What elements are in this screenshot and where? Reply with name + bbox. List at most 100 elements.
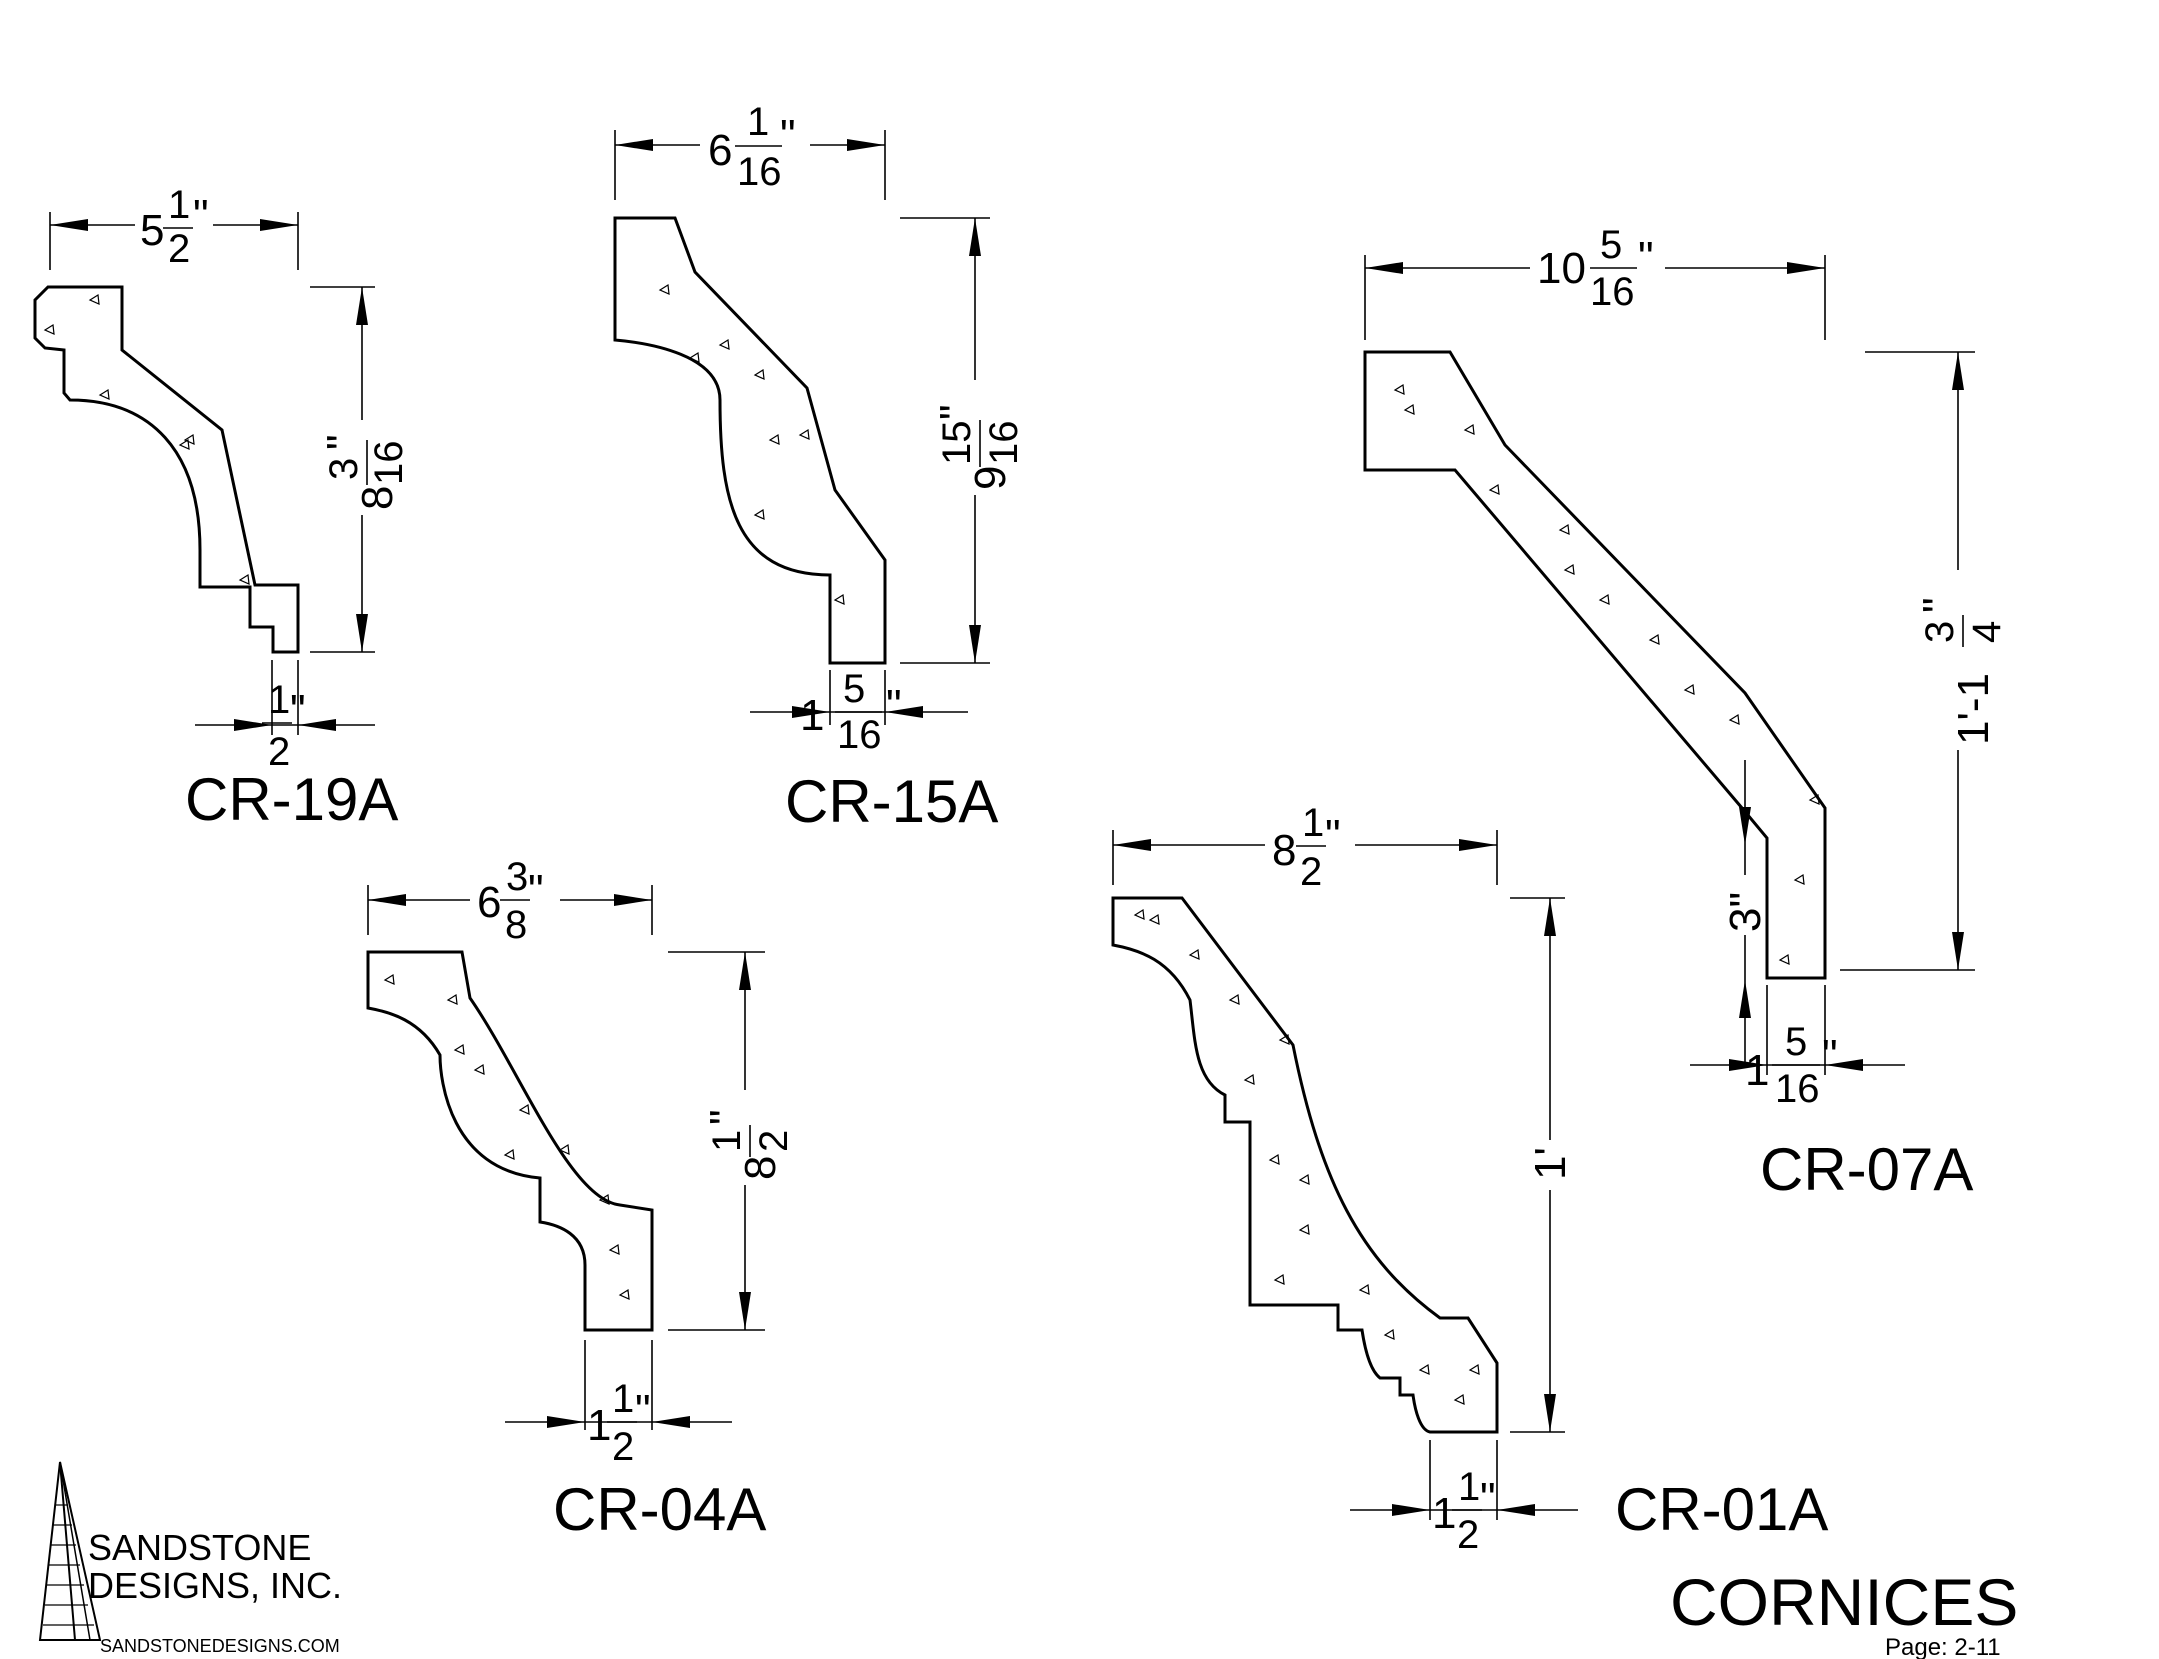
cr-15a-width-dim: 6 1 16 " bbox=[700, 100, 810, 194]
svg-text:4: 4 bbox=[1965, 621, 2009, 643]
cr-19a-width-dim: 5 1 2 " bbox=[135, 183, 213, 271]
cr-19a-outline bbox=[33, 285, 300, 654]
svg-text:3: 3 bbox=[506, 855, 528, 899]
cr-07a-outline bbox=[1363, 350, 1827, 980]
svg-text:16: 16 bbox=[837, 713, 882, 757]
cr-07a-step-dim: 3" bbox=[1717, 875, 1770, 935]
cr-04a-base-dim: 1 1 2 " bbox=[587, 1377, 651, 1469]
sandstone-logo: SANDSTONE DESIGNS, INC. SANDSTONEDESIGNS… bbox=[38, 1461, 342, 1656]
svg-text:3": 3" bbox=[1721, 892, 1770, 932]
svg-text:2: 2 bbox=[1457, 1513, 1479, 1557]
svg-text:8: 8 bbox=[736, 1156, 785, 1180]
brand-url: SANDSTONEDESIGNS.COM bbox=[100, 1636, 340, 1656]
cr-07a-base-dim: 1 5 16 " bbox=[1745, 1020, 1838, 1111]
svg-text:1': 1' bbox=[1526, 1147, 1575, 1180]
brand-line-2: DESIGNS, INC. bbox=[88, 1565, 342, 1606]
profile-cr-19a: 5 1 2 " 6 8 3 16 " 1 2 " bbox=[33, 183, 411, 833]
svg-text:9: 9 bbox=[966, 466, 1015, 490]
cr-19a-label: CR-19A bbox=[185, 766, 398, 833]
svg-text:2: 2 bbox=[1300, 850, 1322, 894]
svg-text:3: 3 bbox=[1918, 621, 1962, 643]
svg-text:16: 16 bbox=[1590, 270, 1635, 314]
svg-text:": " bbox=[1822, 1031, 1838, 1080]
svg-text:": " bbox=[701, 1109, 750, 1125]
cr-15a-height-dim: 9 15 16 " bbox=[930, 380, 1026, 495]
cr-15a-stipple bbox=[658, 283, 845, 605]
svg-text:10: 10 bbox=[1537, 244, 1586, 293]
svg-text:16: 16 bbox=[1775, 1067, 1820, 1111]
svg-text:1: 1 bbox=[587, 1401, 611, 1450]
profile-cr-07a: 10 5 16 " 1'-1 3 4 " 3" bbox=[1363, 223, 2009, 1203]
svg-text:16: 16 bbox=[737, 150, 782, 194]
svg-text:": " bbox=[318, 434, 367, 450]
svg-text:1: 1 bbox=[1458, 1465, 1480, 1509]
svg-text:1: 1 bbox=[1745, 1046, 1769, 1095]
cr-07a-label: CR-07A bbox=[1760, 1136, 1973, 1203]
svg-text:1: 1 bbox=[268, 678, 290, 722]
profile-cr-15a: 6 1 16 " 9 15 16 " 1 5 16 bbox=[613, 100, 1026, 835]
cr-01a-label: CR-01A bbox=[1615, 1476, 1828, 1543]
svg-text:1: 1 bbox=[1432, 1489, 1456, 1538]
svg-text:": " bbox=[1325, 811, 1341, 860]
svg-text:3: 3 bbox=[322, 458, 366, 480]
sheet-title: CORNICES bbox=[1670, 1565, 2018, 1639]
page-number: Page: 2-11 bbox=[1885, 1634, 2001, 1659]
svg-text:": " bbox=[635, 1386, 651, 1435]
cr-19a-base-dim: 1 2 " bbox=[262, 678, 306, 774]
svg-text:": " bbox=[886, 681, 902, 730]
cr-04a-width-dim: 6 3 8 " bbox=[470, 855, 560, 947]
cr-01a-stipple bbox=[1133, 908, 1480, 1405]
svg-text:6: 6 bbox=[477, 878, 501, 927]
svg-text:16: 16 bbox=[982, 421, 1026, 466]
svg-text:15: 15 bbox=[935, 421, 979, 466]
svg-text:5: 5 bbox=[1600, 223, 1622, 267]
svg-text:": " bbox=[290, 686, 306, 735]
svg-text:8: 8 bbox=[353, 486, 402, 510]
obelisk-icon bbox=[38, 1461, 102, 1641]
svg-text:1: 1 bbox=[612, 1377, 634, 1421]
svg-text:": " bbox=[1914, 597, 1963, 613]
profile-cr-01a: 8 1 2 " 1' 1 1 2 " CR-01A bbox=[1111, 801, 1828, 1557]
cr-01a-base-dim: 1 1 2 " bbox=[1432, 1465, 1496, 1557]
cr-15a-label: CR-15A bbox=[785, 768, 998, 835]
cr-07a-height-dim: 1'-1 3 4 " bbox=[1913, 570, 2009, 750]
svg-text:1: 1 bbox=[1302, 801, 1324, 845]
cr-07a-width-dim: 10 5 16 " bbox=[1530, 223, 1665, 314]
svg-text:6: 6 bbox=[708, 126, 732, 175]
svg-text:": " bbox=[931, 404, 980, 420]
cr-15a-base-dim: 1 5 16 " bbox=[800, 667, 902, 757]
cr-04a-stipple bbox=[383, 973, 630, 1300]
svg-text:5: 5 bbox=[843, 667, 865, 711]
cr-04a-outline bbox=[366, 950, 654, 1332]
cr-19a-height-dim: 6 8 3 16 " bbox=[318, 420, 411, 515]
svg-text:8: 8 bbox=[1272, 826, 1296, 875]
cr-01a-width-dim: 8 1 2 " bbox=[1265, 801, 1355, 895]
svg-text:": " bbox=[780, 111, 796, 160]
svg-text:16: 16 bbox=[367, 441, 411, 486]
svg-text:1: 1 bbox=[747, 100, 769, 144]
svg-text:": " bbox=[193, 191, 209, 240]
svg-text:8: 8 bbox=[505, 903, 527, 947]
svg-text:2: 2 bbox=[612, 1425, 634, 1469]
svg-text:1: 1 bbox=[800, 691, 824, 740]
svg-text:1: 1 bbox=[168, 183, 190, 227]
cr-01a-outline bbox=[1111, 896, 1499, 1434]
svg-text:2: 2 bbox=[168, 227, 190, 271]
brand-line-1: SANDSTONE bbox=[88, 1527, 311, 1568]
svg-text:2: 2 bbox=[268, 730, 290, 774]
cr-01a-height-dim: 1' bbox=[1525, 1140, 1575, 1190]
svg-text:5: 5 bbox=[140, 206, 164, 255]
cr-04a-height-dim: 8 1 2 " bbox=[700, 1090, 796, 1185]
profile-cr-04a: 6 3 8 " 8 1 2 " 1 1 2 " bbox=[366, 855, 796, 1543]
cr-07a-stipple bbox=[1393, 383, 1820, 965]
svg-text:1: 1 bbox=[705, 1130, 749, 1152]
svg-text:1'-1: 1'-1 bbox=[1949, 673, 1998, 745]
svg-text:": " bbox=[1638, 233, 1654, 282]
svg-text:": " bbox=[1480, 1474, 1496, 1523]
svg-text:2: 2 bbox=[752, 1130, 796, 1152]
cr-19a-stipple bbox=[43, 293, 250, 585]
cr-04a-label: CR-04A bbox=[553, 1476, 766, 1543]
cr-15a-outline bbox=[613, 216, 887, 665]
svg-text:5: 5 bbox=[1785, 1020, 1807, 1064]
